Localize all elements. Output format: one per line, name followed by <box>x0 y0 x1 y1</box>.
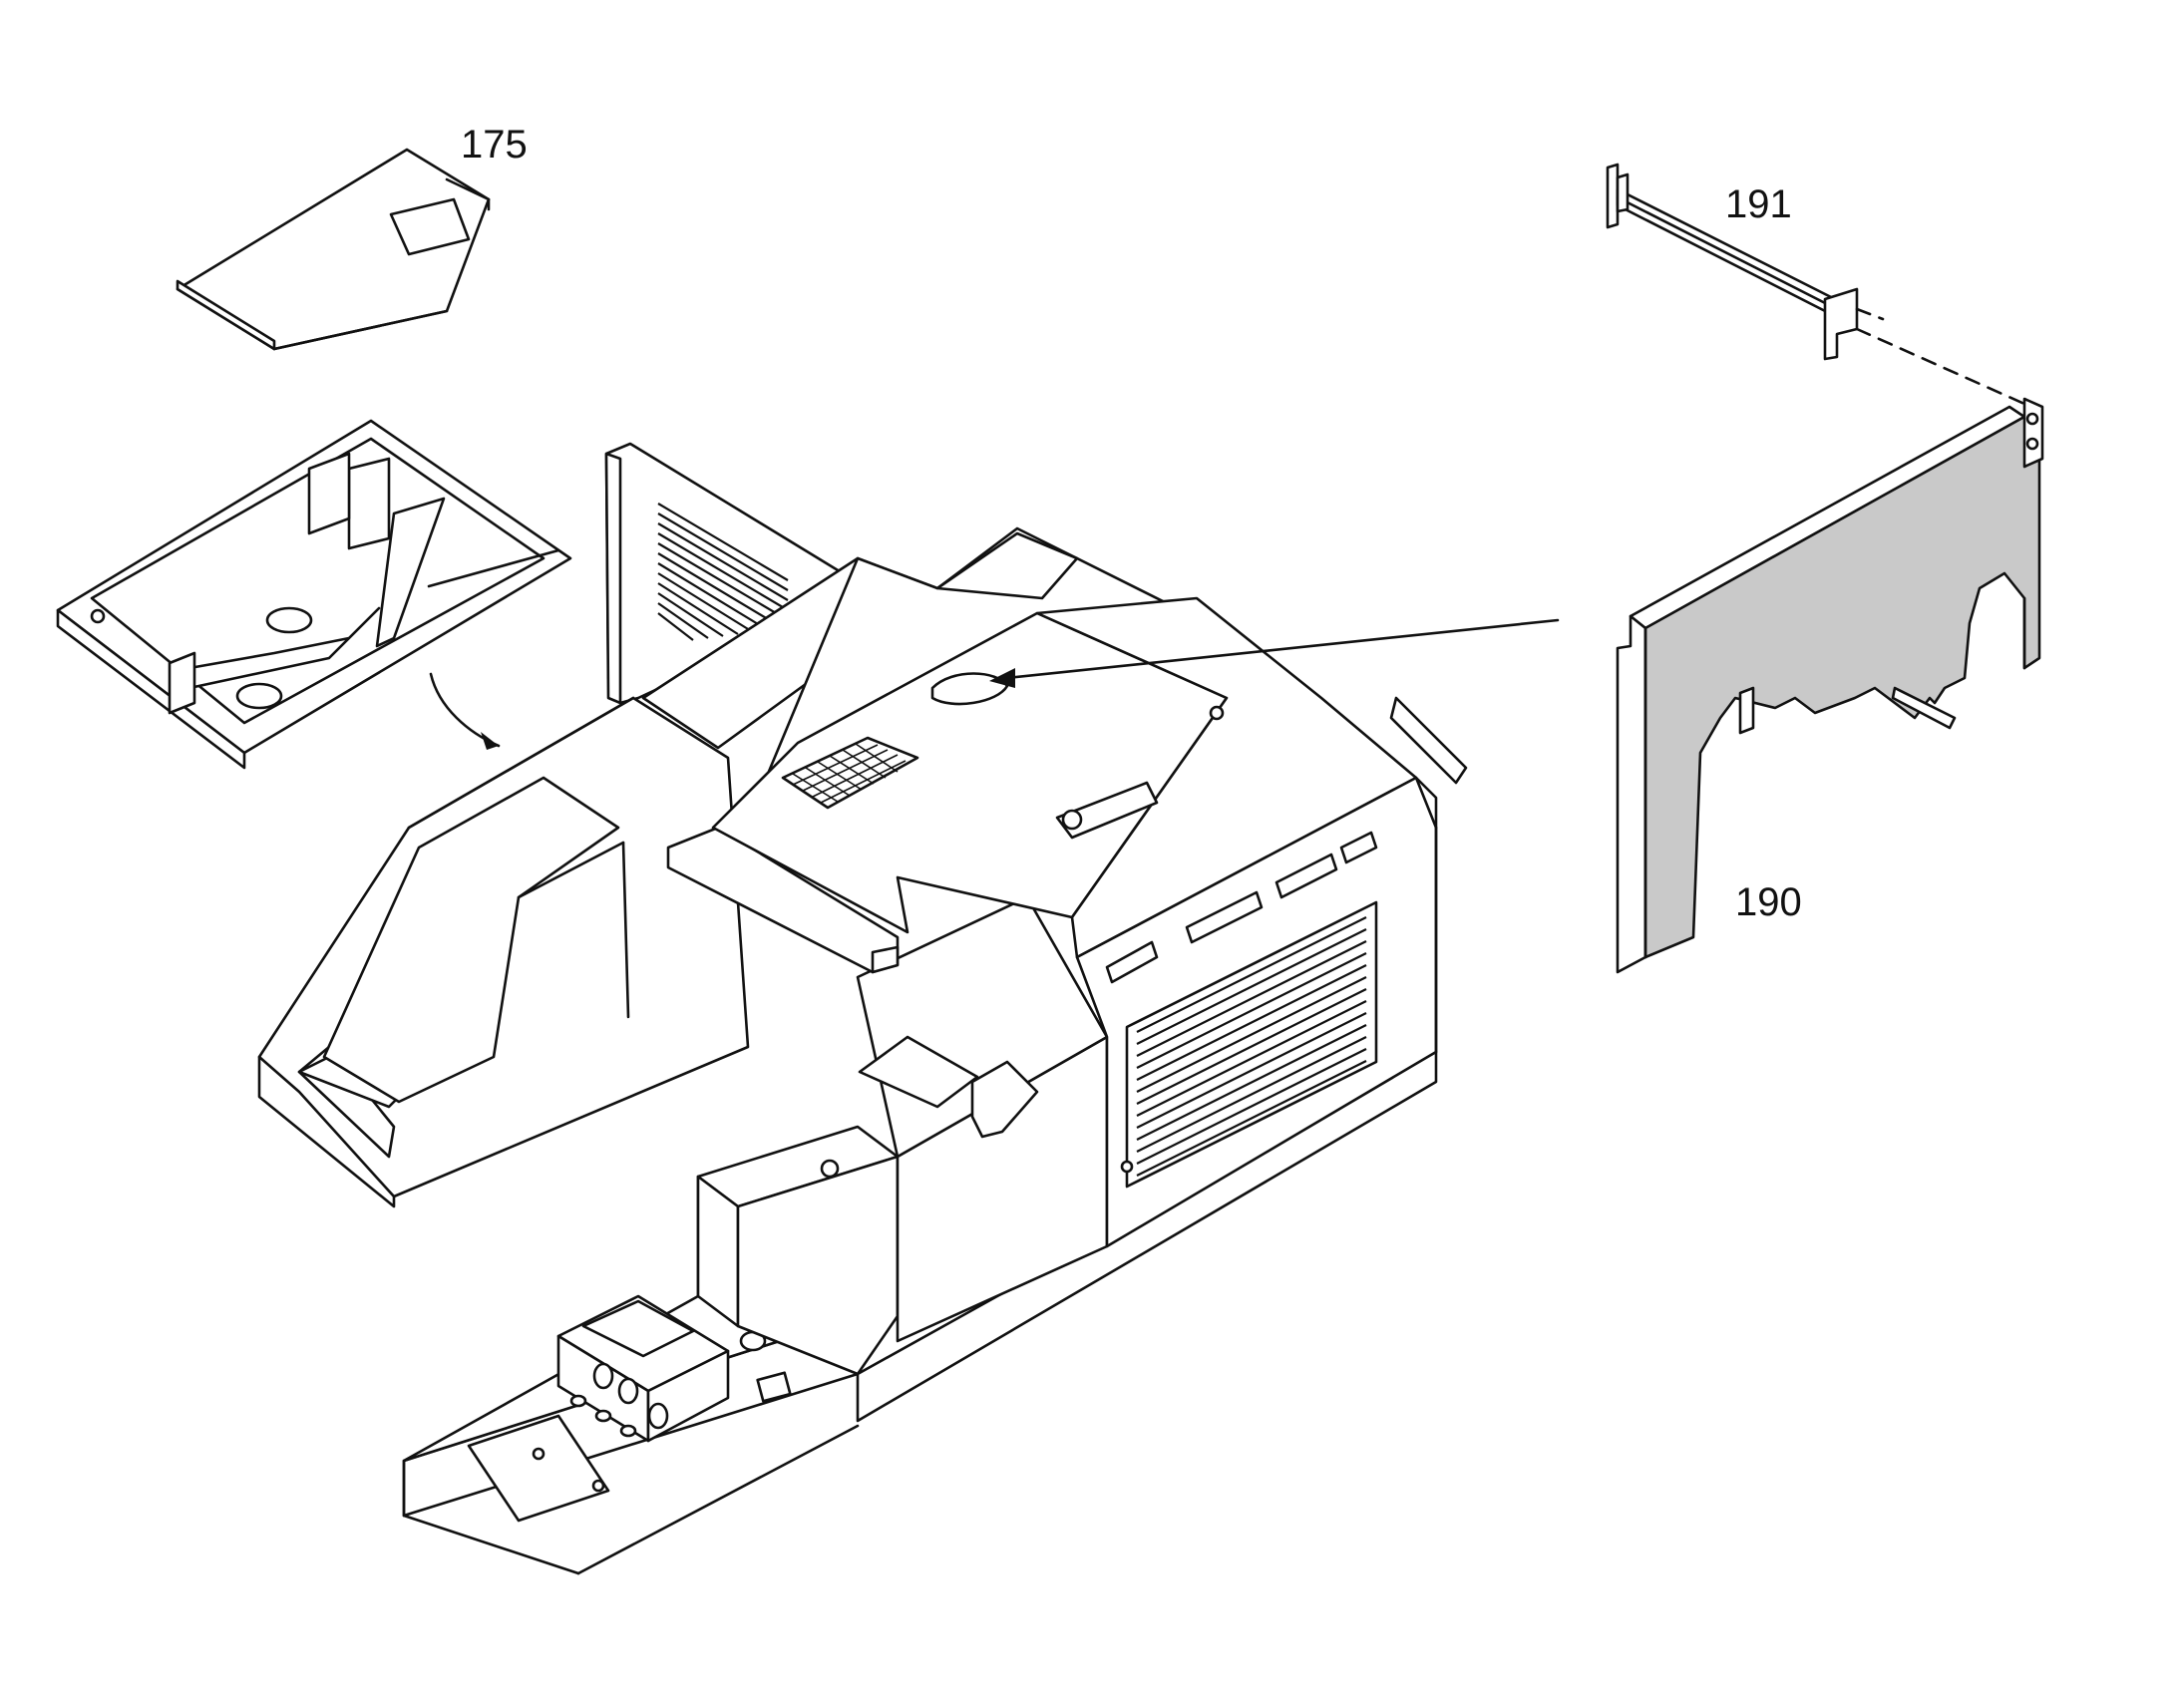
side-panel-part <box>1616 397 2044 974</box>
callout-191: 191 <box>1725 182 1792 226</box>
rear-grille <box>657 503 789 641</box>
leader-arrow <box>989 618 1560 688</box>
vent-slots <box>1105 831 1378 984</box>
callout-190: 190 <box>1735 880 1802 924</box>
cover-plate-part <box>176 148 491 351</box>
mesh-grille <box>781 736 919 810</box>
tray-part <box>56 419 572 770</box>
machine-body <box>257 442 1468 1575</box>
bracket-part <box>1606 163 2026 406</box>
side-grille <box>1136 916 1367 1177</box>
callout-175: 175 <box>461 123 528 167</box>
motion-arrow <box>429 672 501 750</box>
